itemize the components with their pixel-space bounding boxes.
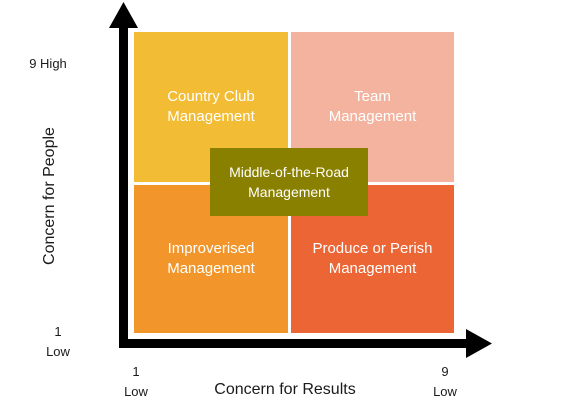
quadrant-middle-of-the-road: Middle-of-the-Road Management bbox=[210, 148, 368, 216]
y-axis-bottom-label: 1 Low bbox=[46, 324, 70, 359]
quadrant-team-label: Team Management bbox=[328, 88, 417, 125]
y-axis-title: Concern for People bbox=[41, 127, 58, 265]
quadrant-middle-of-the-road-label: Middle-of-the-Road Management bbox=[229, 164, 349, 200]
x-axis-arrow-icon bbox=[466, 329, 492, 358]
y-axis-line bbox=[119, 26, 128, 348]
quadrant-produce-or-perish-label: Produce or Perish Management bbox=[312, 240, 433, 277]
quadrant-improverised-label: Improverised Management bbox=[167, 240, 255, 277]
quadrant-produce-or-perish: Produce or Perish Management bbox=[291, 185, 454, 333]
x-axis-left-label: 1 Low bbox=[124, 364, 148, 399]
y-axis-arrow-icon bbox=[109, 2, 138, 28]
x-axis-right-label: 9 Low bbox=[433, 364, 457, 399]
y-axis-top-label: 9 High bbox=[29, 56, 67, 71]
x-axis-title: Concern for Results bbox=[214, 381, 356, 398]
x-axis-line bbox=[119, 339, 469, 348]
quadrant-country-club-label: Country Club Management bbox=[167, 88, 255, 125]
